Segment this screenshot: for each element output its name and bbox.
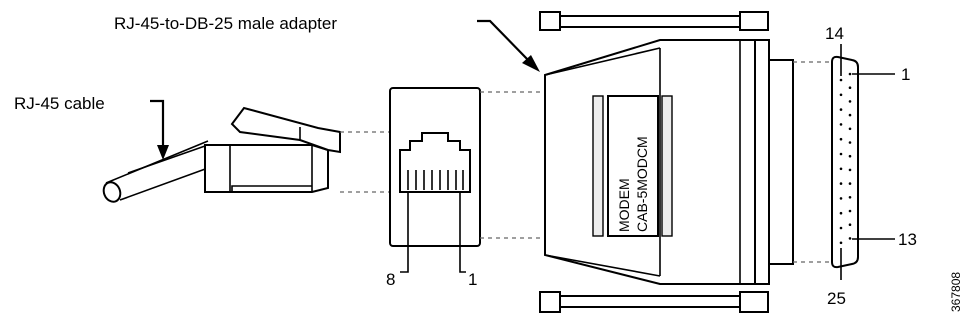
- db25-pin: [848, 127, 852, 131]
- db25-pin: [839, 123, 843, 126]
- db25-pin: [848, 182, 852, 185]
- jack-pin-left-label: 8: [386, 270, 395, 289]
- db25-pin: [848, 100, 852, 103]
- cable-callout-arrow: [150, 99, 169, 160]
- db25-pin-bottom-left-label: 25: [827, 289, 846, 308]
- rj45-jack: [389, 87, 481, 273]
- adapter-text: MODEM CAB-5MODCM: [616, 136, 650, 232]
- db25-pin: [839, 241, 843, 245]
- db25-pin: [848, 86, 852, 89]
- db25-pin: [848, 141, 852, 144]
- figure-id: 367808: [949, 272, 963, 312]
- db25-pin: [848, 154, 852, 158]
- db25-adapter: [539, 11, 794, 313]
- db25-pin: [839, 152, 843, 156]
- db25-pin: [839, 211, 843, 215]
- adapter-text-line1: MODEM: [616, 178, 632, 232]
- db25-pin: [848, 72, 852, 76]
- db25-pin: [848, 237, 852, 240]
- adapter-text-line2: CAB-5MODCM: [634, 136, 650, 232]
- adapter-callout-arrow: [477, 19, 540, 72]
- rj45-plug: [204, 106, 341, 193]
- db25-pin: [848, 196, 852, 199]
- db25-pin-bottom-right-label: 13: [898, 230, 917, 249]
- db25-pin: [839, 137, 843, 141]
- jack-pin-right-label: 1: [468, 270, 477, 289]
- db25-pin: [839, 78, 843, 82]
- adapter-callout-label: RJ-45-to-DB-25 male adapter: [114, 14, 337, 33]
- db25-pin: [839, 167, 843, 171]
- db25-pin: [839, 197, 843, 200]
- db25-pin-grid: [839, 72, 852, 245]
- rj45-cable: [102, 140, 209, 203]
- db25-pin: [848, 223, 852, 226]
- db25-pin: [848, 168, 852, 172]
- db25-pin: [839, 108, 843, 111]
- db25-pin-top-left-label: 14: [825, 24, 844, 43]
- db25-pin-top-right-label: 1: [901, 65, 910, 84]
- db25-pin: [839, 93, 843, 97]
- db25-pin: [839, 182, 843, 185]
- db25-face: [831, 44, 895, 280]
- db25-pin: [848, 209, 852, 213]
- db25-pin: [839, 226, 843, 230]
- cable-callout-label: RJ-45 cable: [14, 94, 105, 113]
- db25-pin: [848, 113, 852, 117]
